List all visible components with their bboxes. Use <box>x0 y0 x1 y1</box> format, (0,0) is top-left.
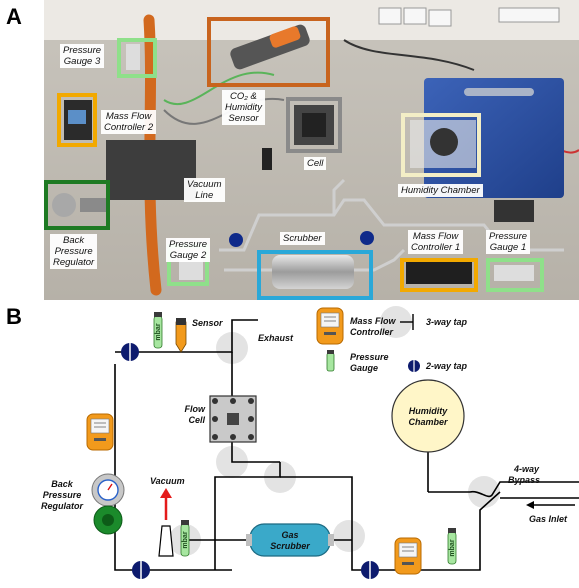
pressure-gauge-2: mbar <box>180 519 190 557</box>
label-line: Controller 2 <box>104 122 154 133</box>
box-cell <box>286 97 342 153</box>
label-four-way-bypass: Bypass <box>508 475 540 485</box>
apparatus-photo: Pressure Gauge 3 Mass Flow Controller 2 … <box>44 0 579 300</box>
label-back-pressure: Back <box>51 479 74 489</box>
vacuum-port <box>158 488 174 557</box>
label-sensor: Sensor <box>192 318 223 328</box>
label-co2-humidity-sensor: CO₂ & Humidity Sensor <box>222 90 265 125</box>
two-way-tap[interactable] <box>131 560 151 580</box>
box-mass-flow-controller-2 <box>57 93 97 147</box>
box-humidity-chamber <box>401 113 481 177</box>
two-way-tap[interactable] <box>360 560 380 580</box>
label-cell: Cell <box>304 157 327 170</box>
junction-halo <box>333 520 365 552</box>
flow-schematic: Exhaust mbar Sensor mbar <box>0 300 579 583</box>
label-back-pressure: Pressure <box>43 490 82 500</box>
label-mass-flow-controller-2: Mass Flow Controller 2 <box>101 110 157 134</box>
label-line: Back <box>63 235 85 246</box>
panel-label-b: B <box>6 304 22 329</box>
legend-pressure-gauge-icon <box>326 350 335 372</box>
label-line: Mass Flow <box>105 111 152 122</box>
box-pressure-gauge-3 <box>117 38 157 78</box>
label-line: Pressure <box>63 45 102 56</box>
humidity-chamber <box>391 379 465 453</box>
label-line: Humidity <box>225 102 262 113</box>
label-pressure-gauge-1: Pressure Gauge 1 <box>486 230 531 254</box>
label-line: Pressure <box>169 239 208 250</box>
legend-mfc-label: Controller <box>350 327 393 337</box>
pressure-gauge-3: mbar <box>153 311 163 349</box>
gas-scrubber <box>246 523 334 557</box>
label-scrubber: Scrubber <box>280 232 325 245</box>
label-line: Mass Flow <box>412 231 459 242</box>
box-pressure-gauge-1 <box>486 258 544 292</box>
label-line: Pressure <box>54 246 93 257</box>
label-humidity-chamber: Humidity <box>409 406 448 416</box>
pressure-gauge-1: mbar <box>447 527 457 565</box>
legend-mfc-icon <box>316 307 344 345</box>
box-back-pressure-regulator <box>44 180 110 230</box>
label-back-pressure-regulator: Back Pressure Regulator <box>50 234 98 269</box>
legend-two-way-tap-icon <box>408 360 420 372</box>
gas-inlet-arrow <box>526 501 575 509</box>
label-line: Pressure <box>489 231 528 242</box>
label-four-way-bypass: 4-way <box>513 464 540 474</box>
vacuum-pump-box <box>106 140 196 200</box>
legend-three-way-tap-label: 3-way tap <box>426 317 468 327</box>
legend-pressure-gauge-label: Gauge <box>350 363 378 373</box>
label-vacuum-line: Vacuum Line <box>184 178 225 202</box>
legend: Mass Flow Controller 3-way tap Pressure … <box>316 307 468 373</box>
label-humidity-chamber: Chamber <box>408 417 448 427</box>
legend-mfc-label: Mass Flow <box>350 316 397 326</box>
legend-two-way-tap-label: 2-way tap <box>425 361 468 371</box>
label-line: Regulator <box>53 257 95 268</box>
box-mass-flow-controller-1 <box>400 258 478 292</box>
label-line: Controller 1 <box>411 242 461 253</box>
mass-flow-controller-2 <box>86 413 114 451</box>
label-line: CO₂ & <box>230 91 257 102</box>
schematic-drawing: Exhaust mbar Sensor mbar <box>41 306 579 580</box>
gauge-unit: mbar <box>155 323 162 340</box>
label-gas-inlet: Gas Inlet <box>529 514 568 524</box>
label-mass-flow-controller-1: Mass Flow Controller 1 <box>408 230 464 254</box>
mass-flow-controller-1 <box>394 537 422 575</box>
flow-cell <box>209 395 257 443</box>
label-line: Gauge 2 <box>169 250 207 261</box>
label-gas-scrubber: Scrubber <box>270 541 310 551</box>
co2-sensor <box>175 318 187 353</box>
two-way-tap[interactable] <box>120 342 140 362</box>
label-humidity-chamber: Humidity Chamber <box>398 184 483 197</box>
legend-three-way-tap-icon <box>400 314 414 330</box>
gauge-unit: mbar <box>449 539 456 556</box>
label-line: Gauge 1 <box>489 242 527 253</box>
label-line: Line <box>195 190 214 201</box>
label-gas-scrubber: Gas <box>281 530 298 540</box>
label-pressure-gauge-3: Pressure Gauge 3 <box>60 44 105 68</box>
legend-pressure-gauge-label: Pressure <box>350 352 389 362</box>
back-pressure-regulator <box>91 473 125 535</box>
mfc1-body <box>406 262 472 284</box>
box-scrubber <box>257 250 373 300</box>
label-flow-cell: Cell <box>188 415 205 425</box>
gauge-unit: mbar <box>182 531 189 548</box>
scrubber-cylinder <box>272 255 354 289</box>
label-vacuum: Vacuum <box>150 476 185 486</box>
panel-label-a: A <box>6 4 22 29</box>
label-exhaust: Exhaust <box>258 333 294 343</box>
label-line: Vacuum <box>187 179 222 190</box>
label-line: Sensor <box>228 113 259 124</box>
label-flow-cell: Flow <box>185 404 206 414</box>
label-pressure-gauge-2: Pressure Gauge 2 <box>166 238 211 262</box>
label-line: Gauge 3 <box>63 56 101 67</box>
label-back-pressure: Regulator <box>41 501 84 511</box>
box-co2-sensor <box>207 17 330 87</box>
